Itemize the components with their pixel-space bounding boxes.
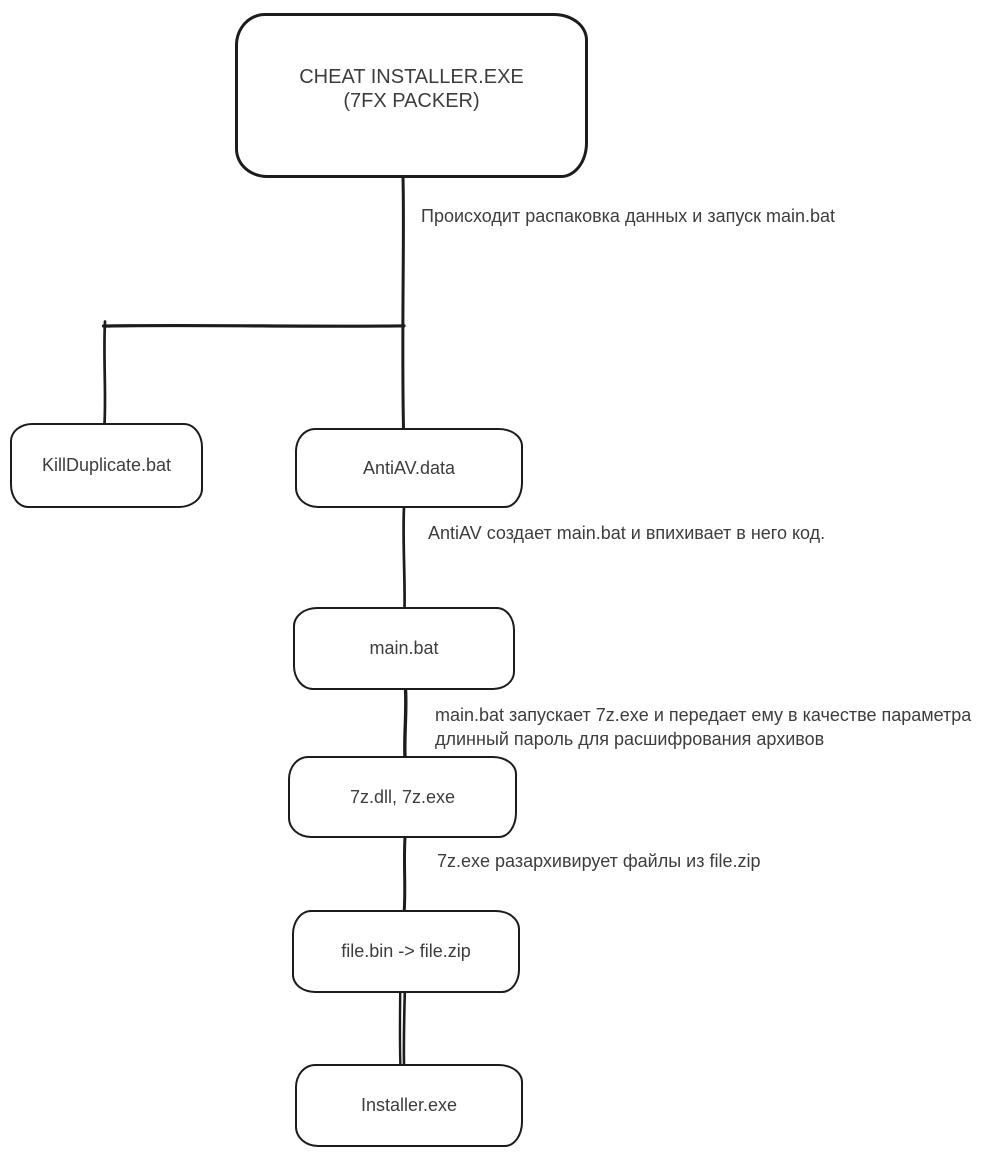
edge-branch-to-killduplicate [103, 320, 107, 426]
edge-mainbat-to-sevenzip [403, 687, 408, 759]
annotation-antiav-creates: AntiAV создает main.bat и впихивает в не… [428, 523, 826, 543]
node-killduplicate: KillDuplicate.bat [10, 423, 203, 508]
node-mainbat: main.bat [293, 607, 515, 690]
annotation-unpack: Происходит распаковка данных и запуск ma… [421, 206, 836, 226]
node-mainbat-label: main.bat [369, 638, 439, 658]
node-filebin: file.bin -> file.zip [292, 910, 520, 993]
annotation-mainbat-runs: main.bat запускает 7z.exe и передает ему… [435, 703, 971, 751]
node-cheat-installer: CHEAT INSTALLER.EXE (7FX PACKER) [235, 13, 588, 178]
edge-antiav-to-mainbat [402, 505, 406, 610]
annotation-mainbat-runs-line1: main.bat запускает 7z.exe и передает ему… [435, 705, 972, 725]
node-sevenzip: 7z.dll, 7z.exe [288, 756, 517, 838]
node-antiav-label: AntiAV.data [362, 457, 456, 478]
node-installer-label: Installer.exe [360, 1095, 458, 1115]
edge-root-to-antiav [401, 175, 405, 431]
node-sevenzip-label: 7z.dll, 7z.exe [349, 786, 456, 807]
edge-filebin-to-installer-b [402, 991, 407, 1067]
annotation-mainbat-runs-line2: длинный пароль для расшифрования архивов [435, 729, 825, 749]
edge-sevenzip-to-filebin [402, 836, 407, 913]
node-killduplicate-label: KillDuplicate.bat [41, 455, 172, 475]
annotation-sevenzip-unzips: 7z.exe разархивирует файлы из file.zip [437, 851, 761, 871]
edge-branch-horizontal [101, 323, 406, 328]
node-cheat-installer-label-line1: CHEAT INSTALLER.EXE [299, 65, 524, 88]
node-installer: Installer.exe [295, 1064, 523, 1147]
node-antiav: AntiAV.data [295, 428, 523, 508]
node-filebin-label: file.bin -> file.zip [341, 941, 471, 961]
node-cheat-installer-label-line2: (7FX PACKER) [343, 89, 480, 112]
